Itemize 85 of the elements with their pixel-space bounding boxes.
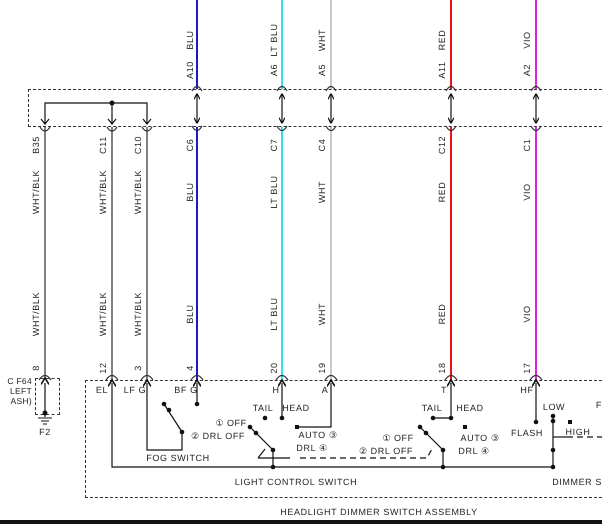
wire	[277, 127, 287, 388]
pin-label: C6	[185, 138, 195, 152]
terminal-label: LF G	[124, 385, 146, 395]
pin-number: 17	[522, 362, 532, 374]
wire	[326, 127, 336, 388]
pin-label: C12	[437, 136, 447, 154]
wire-color-label: WHT/BLK	[31, 170, 41, 214]
pin-label: C1	[522, 138, 532, 152]
switch-position-label: ② DRL OFF	[190, 431, 246, 441]
switch-position-label: DRL ④	[296, 443, 328, 453]
terminal-label: A	[322, 385, 328, 395]
wire	[535, 0, 537, 89]
switch-position-label: AUTO ③	[298, 430, 338, 440]
wire-color-label: WHT/BLK	[98, 170, 108, 214]
ground-label: F2	[39, 427, 51, 437]
wire-color-label: WHT	[317, 180, 327, 204]
pin-label: B35	[31, 136, 41, 154]
pin-label: A6	[269, 64, 279, 76]
wire-color-label: WHT/BLK	[133, 292, 143, 336]
wire-color-label: WHT	[317, 28, 327, 52]
wire-color-label: RED	[437, 30, 447, 50]
wire-color-label: VIO	[522, 31, 532, 49]
wire-color-label: VIO	[522, 183, 532, 201]
pin-number: 4	[185, 365, 195, 371]
pin-label: C7	[269, 138, 279, 152]
switch-position-label: FLASH	[511, 428, 543, 438]
junction-block-outline	[28, 89, 602, 127]
wire	[531, 127, 541, 388]
connector-caption: C F64 LEFT ASH)	[6, 376, 32, 406]
wire-color-label: BLU	[185, 304, 195, 324]
pin-number: 20	[269, 362, 279, 374]
pin-number: 3	[133, 365, 143, 371]
switch-position-label: LOW	[542, 402, 566, 412]
wire-color-label: WHT/BLK	[31, 292, 41, 336]
terminal-label: T	[440, 385, 448, 395]
switch-position-label: AUTO ③	[460, 433, 500, 443]
terminal-label: BF G	[174, 385, 198, 395]
wire-color-label: LT BLU	[269, 297, 279, 331]
terminal-label: HF	[520, 385, 534, 395]
pin-number: 18	[437, 362, 447, 374]
wire-color-label: WHT/BLK	[133, 170, 143, 214]
switch-position-label: DRL ④	[458, 446, 490, 456]
switch-position-label: ① OFF	[382, 433, 414, 443]
pin-number: 12	[98, 362, 108, 374]
pin-label: C4	[317, 138, 327, 152]
wire-color-label: LT BLU	[269, 23, 279, 57]
switch-position-label: ① OFF	[215, 418, 247, 428]
assembly-title: HEADLIGHT DIMMER SWITCH ASSEMBLY	[280, 507, 478, 517]
switch-position-label: F	[596, 400, 602, 410]
switch-position-label: HEAD	[456, 403, 484, 413]
wire	[107, 127, 117, 388]
wire	[142, 127, 152, 388]
wire	[330, 0, 332, 89]
wire-color-label: VIO	[522, 305, 532, 323]
switch-position-label: HEAD	[282, 403, 310, 413]
wire-color-label: BLU	[185, 182, 195, 202]
switch-name: FOG SWITCH	[146, 453, 210, 463]
wire	[281, 0, 283, 89]
wire-color-label: WHT	[317, 302, 327, 326]
wire	[40, 127, 50, 386]
wire	[450, 0, 452, 89]
wire-color-label: WHT/BLK	[98, 292, 108, 336]
wire-color-label: LT BLU	[269, 175, 279, 209]
wire-color-label: BLU	[185, 30, 195, 50]
switch-position-label: HIGH	[566, 427, 590, 437]
pin-label: A11	[437, 61, 447, 79]
terminal-label: H	[272, 385, 280, 395]
switch-position-label: TAIL	[422, 403, 442, 413]
switch-position-label: TAIL	[252, 403, 274, 413]
wire-color-label: RED	[437, 182, 447, 202]
switch-name: LIGHT CONTROL SWITCH	[234, 477, 358, 487]
wire	[196, 0, 198, 89]
switch-position-label: ② DRL OFF	[358, 446, 414, 456]
pin-label: A2	[522, 64, 532, 76]
terminal-label: EL	[96, 385, 108, 395]
pin-label: A10	[185, 61, 195, 79]
wire	[446, 127, 456, 388]
wire-color-label: RED	[437, 304, 447, 324]
pin-label: A5	[317, 64, 327, 76]
pin-number: 19	[317, 362, 327, 374]
pin-number: 8	[31, 365, 41, 371]
wire	[192, 127, 202, 388]
pin-label: C11	[98, 136, 108, 154]
pin-label: C10	[133, 136, 143, 154]
switch-name: DIMMER S	[552, 477, 602, 487]
